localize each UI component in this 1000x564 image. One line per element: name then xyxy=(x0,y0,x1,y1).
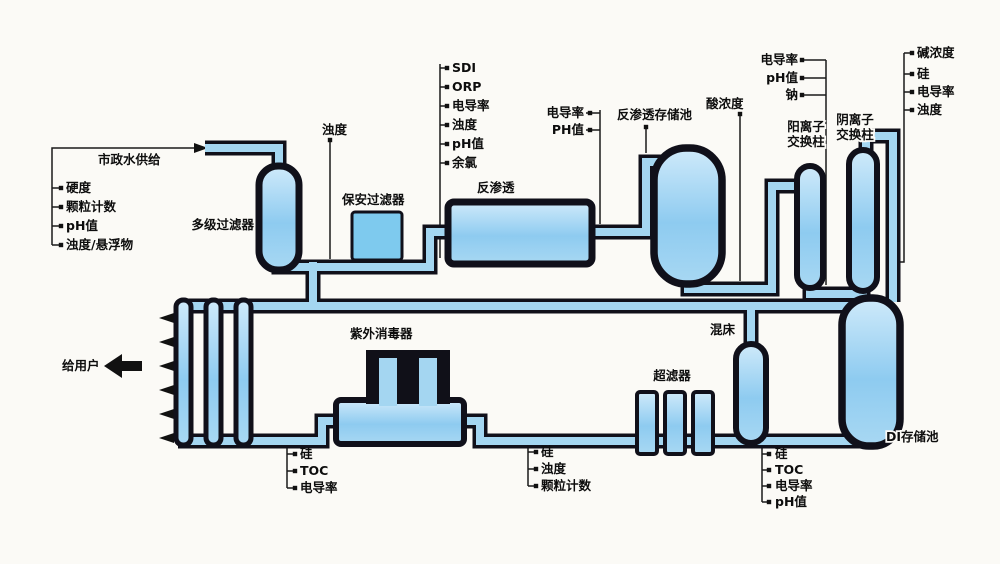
label-cation-column-line2: 交换柱 xyxy=(787,134,825,149)
label-particle-count-after-uf: 颗粒计数 xyxy=(541,478,592,493)
label-conductivity-permeate: 电导率 xyxy=(546,105,584,120)
label-silica-after-mb: 硅 xyxy=(775,446,788,461)
label-ph-after-cation: pH值 xyxy=(766,70,798,85)
label-reverse-osmosis: 反渗透 xyxy=(477,180,515,195)
anion-exchange-column xyxy=(846,147,880,294)
label-multistage-filter: 多级过滤器 xyxy=(191,217,254,232)
label-alkali-concentration: 碱浓度 xyxy=(917,45,955,60)
uv-sterilizer-unit xyxy=(333,350,467,447)
label-silica-after-anion: 硅 xyxy=(917,66,930,81)
after-mixed-bed-bracket xyxy=(761,446,767,503)
label-sodium: 钠 xyxy=(785,87,798,102)
distribution-manifold xyxy=(173,297,254,448)
label-conductivity-after-anion: 电导率 xyxy=(917,84,955,99)
label-turbidity-ss-feed: 浊度/悬浮物 xyxy=(66,237,134,252)
label-anion-column-line2: 交换柱 xyxy=(836,127,874,142)
label-conductivity-after-mb: 电导率 xyxy=(775,478,813,493)
label-ph-after-mb: pH值 xyxy=(775,494,807,509)
after-anion-tap xyxy=(897,52,910,263)
label-di-storage-tank: DI存储池 xyxy=(886,429,939,444)
label-orp: ORP xyxy=(452,79,481,94)
uv-lamp-housing xyxy=(366,350,450,404)
label-conductivity-before-ro: 电导率 xyxy=(452,98,490,113)
label-cartridge-filter: 保安过滤器 xyxy=(341,192,405,207)
label-anion-column-line1: 阴离子 xyxy=(836,112,874,127)
to-users-arrow xyxy=(104,354,142,378)
feed-ticks xyxy=(52,187,59,246)
label-municipal-supply: 市政水供给 xyxy=(98,152,161,167)
after-cation-tap xyxy=(804,59,827,285)
labels: 市政水供给 硬度 颗粒计数 pH值 浊度/悬浮物 多级过滤器 浊度 SDI OR… xyxy=(62,45,955,509)
label-conductivity-after-cation: 电导率 xyxy=(760,52,798,67)
label-residual-chlorine: 余氯 xyxy=(451,155,478,170)
label-silica-after-uf: 硅 xyxy=(541,444,554,459)
feed-flow-arrow xyxy=(194,143,208,153)
label-ph-feed: pH值 xyxy=(66,218,98,233)
di-storage-tank-vessel xyxy=(838,294,904,450)
after-uv-bracket xyxy=(286,446,293,489)
before-ro-ticks xyxy=(440,67,445,164)
after-uf-bracket xyxy=(527,446,534,487)
label-toc-after-mb: TOC xyxy=(775,462,803,477)
mixed-bed-vessel xyxy=(733,341,769,446)
label-ultrafilter: 超滤器 xyxy=(652,368,691,383)
label-particle-count-feed: 颗粒计数 xyxy=(66,199,117,214)
label-turbidity-after-anion: 浊度 xyxy=(917,102,943,117)
multistage-filter-vessel xyxy=(255,162,303,274)
cartridge-filter-unit xyxy=(350,210,404,262)
label-to-users: 给用户 xyxy=(62,358,100,373)
label-turbidity-after-uf: 浊度 xyxy=(541,461,567,476)
equipment xyxy=(173,144,904,456)
label-ro-storage-tank: 反渗透存储池 xyxy=(617,107,693,122)
reverse-osmosis-unit xyxy=(444,198,596,268)
label-mixed-bed: 混床 xyxy=(710,322,736,337)
feed-sample-bracket xyxy=(51,147,194,245)
label-turbidity-before-ro: 浊度 xyxy=(452,117,478,132)
label-ph-before-ro: pH值 xyxy=(452,136,484,151)
label-silica-after-uv: 硅 xyxy=(300,446,313,461)
label-conductivity-after-uv: 电导率 xyxy=(300,480,338,495)
sample-bullets xyxy=(58,50,915,505)
ultrafilter-modules xyxy=(635,390,715,456)
uv-chamber xyxy=(333,397,467,447)
label-cation-column-line1: 阳离子 xyxy=(787,119,825,134)
uv-channel-right xyxy=(419,358,437,406)
uv-channel-left xyxy=(379,358,397,406)
user-takeoff-arrows xyxy=(159,313,174,443)
label-ph-permeate: PH值 xyxy=(552,122,585,137)
ro-storage-tank-vessel xyxy=(650,144,726,288)
label-turbidity-after-multistage: 浊度 xyxy=(322,122,348,137)
label-hardness: 硬度 xyxy=(66,180,92,195)
instrument-lines xyxy=(51,52,910,503)
cation-exchange-column xyxy=(794,163,826,291)
label-uv-sterilizer: 紫外消毒器 xyxy=(350,326,413,341)
label-toc-after-uv: TOC xyxy=(300,463,328,478)
label-acid-concentration: 酸浓度 xyxy=(706,96,744,111)
label-sdi: SDI xyxy=(452,60,476,75)
